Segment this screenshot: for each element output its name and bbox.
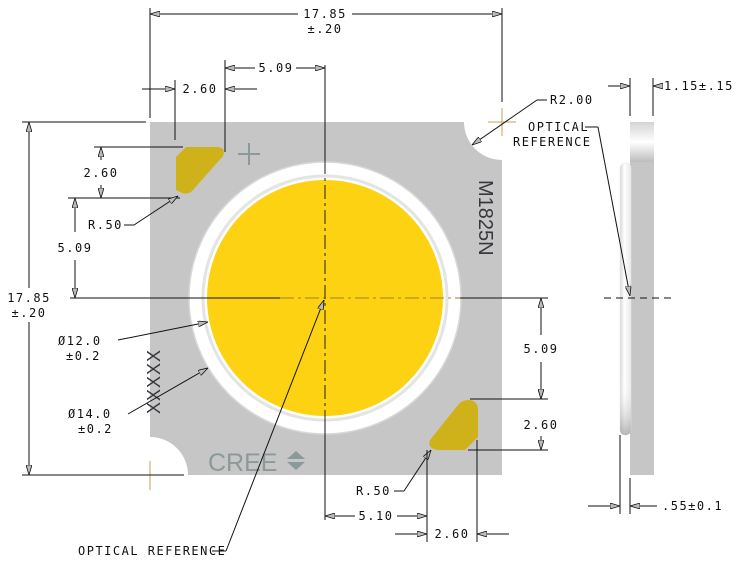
left-pad-offset: 5.09	[58, 241, 93, 255]
top-pad-offset: 5.09	[259, 61, 294, 75]
corner-radius: R2.00	[550, 93, 594, 107]
polarity-plus-icon	[238, 143, 260, 165]
dimension-side-thickness: 1.15±.15	[608, 78, 734, 116]
dimension-width: 17.85 ±.20	[149, 7, 503, 118]
cree-diamond-icon	[287, 451, 305, 470]
callout-ring-diameter: Ø14.0 ±0.2	[68, 368, 208, 436]
dimension-top-pad: 2.60 5.09	[142, 60, 325, 152]
emitter-diameter-tolerance: ±0.2	[66, 349, 101, 363]
part-number: M1825N	[474, 180, 496, 256]
bottom-pad-width: 2.60	[435, 527, 470, 541]
width-value: 17.85	[303, 7, 347, 21]
side-thickness: 1.15±.15	[664, 79, 734, 93]
dimension-bottom-pad: 5.10 2.60	[325, 440, 509, 542]
brand-logo: CREE	[208, 449, 277, 477]
dimension-height: 17.85 ±.20	[7, 121, 184, 476]
right-pad-offset: 5.09	[524, 342, 559, 356]
ring-diameter-value: Ø14.0	[68, 407, 112, 421]
dimension-right-pad: 5.09 2.60	[468, 298, 559, 451]
side-view	[604, 122, 672, 475]
callout-side-optical-reference: OPTICAL REFERENCE	[513, 120, 630, 296]
top-pad-radius: R.50	[88, 218, 123, 232]
bottom-right-pad	[429, 400, 478, 450]
dimension-left-pad: 2.60 5.09	[58, 146, 183, 298]
callout-top-pad-radius: R.50	[88, 196, 178, 232]
side-optical-reference-line2: REFERENCE	[513, 135, 592, 149]
height-value: 17.85	[7, 291, 51, 305]
width-tolerance: ±.20	[308, 22, 343, 36]
ring-diameter-tolerance: ±0.2	[78, 422, 113, 436]
lot-code: XXXXX	[144, 349, 164, 414]
side-board-edge-top	[630, 122, 654, 162]
right-pad-height: 2.60	[524, 418, 559, 432]
optical-reference-label: OPTICAL REFERENCE	[78, 544, 226, 558]
callout-corner-radius: R2.00	[472, 93, 594, 145]
emitter-diameter-value: Ø12.0	[58, 334, 102, 348]
dimension-side-dome: .55±0.1	[588, 435, 723, 514]
height-tolerance: ±.20	[12, 306, 47, 320]
side-optical-reference-line1: OPTICAL	[528, 120, 589, 134]
top-view: M1825N XXXXX CREE	[70, 65, 548, 520]
callout-emitter-diameter: Ø12.0 ±0.2	[58, 322, 208, 363]
side-dome-height: .55±0.1	[662, 499, 723, 513]
bottom-pad-radius: R.50	[356, 484, 391, 498]
side-board	[630, 162, 654, 475]
bottom-pad-offset: 5.10	[359, 509, 394, 523]
top-left-pad	[176, 147, 224, 194]
top-pad-width: 2.60	[183, 82, 218, 96]
left-pad-height: 2.60	[84, 166, 119, 180]
callout-optical-reference: OPTICAL REFERENCE	[78, 300, 324, 558]
